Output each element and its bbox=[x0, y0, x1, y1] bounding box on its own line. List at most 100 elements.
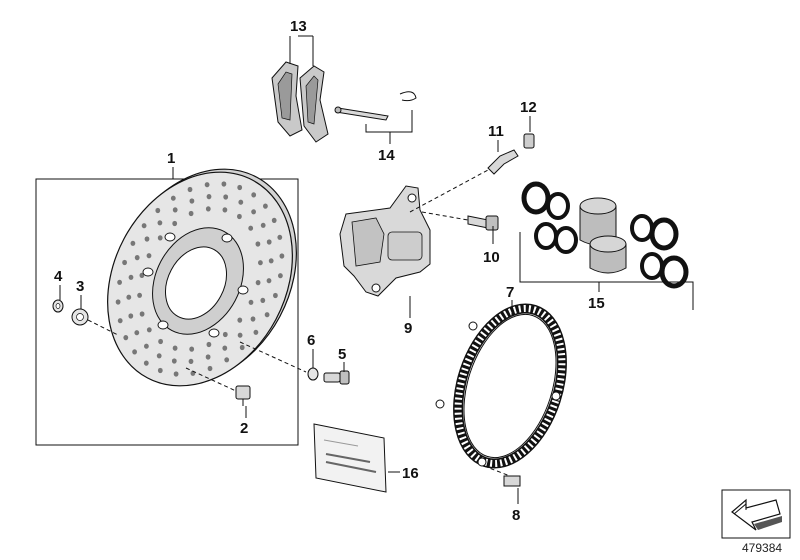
disc-hole bbox=[237, 213, 242, 220]
disc-hole bbox=[132, 349, 138, 355]
washer-part-4[interactable] bbox=[52, 299, 64, 313]
pin-clip-part-14[interactable] bbox=[399, 91, 417, 102]
disc-hole bbox=[137, 292, 143, 298]
disc-hole bbox=[266, 278, 272, 284]
disc-hole bbox=[128, 313, 134, 319]
disc-hole bbox=[255, 280, 261, 286]
disc-hole bbox=[251, 209, 256, 215]
callout-8: 8 bbox=[512, 507, 520, 524]
disc-hole bbox=[248, 225, 254, 231]
disc-hole bbox=[144, 343, 149, 349]
disc-hole bbox=[248, 299, 254, 305]
brake-caliper-part-9[interactable] bbox=[339, 185, 431, 297]
disc-hole bbox=[222, 331, 228, 338]
disc-hole bbox=[224, 357, 230, 363]
disc-hole bbox=[255, 241, 261, 247]
disc-hole bbox=[126, 294, 132, 300]
disc-hole bbox=[144, 236, 150, 242]
brake-disc[interactable] bbox=[71, 137, 332, 419]
disc-hole bbox=[188, 358, 194, 364]
disc-hole bbox=[139, 311, 145, 317]
callout-10: 10 bbox=[483, 249, 500, 266]
disc-hole bbox=[205, 354, 211, 360]
abs-sensor-ring-part-7[interactable] bbox=[435, 295, 580, 477]
disc-hole bbox=[189, 346, 195, 352]
disc-hole bbox=[207, 365, 213, 372]
brake-pads-part-13[interactable] bbox=[271, 61, 329, 143]
callout-12: 12 bbox=[520, 99, 537, 116]
disc-hole bbox=[222, 345, 228, 351]
callout-13: 13 bbox=[290, 18, 307, 35]
disc-hole bbox=[264, 312, 270, 318]
disc-hole bbox=[128, 274, 134, 280]
callout-5: 5 bbox=[338, 346, 346, 363]
callout-15: 15 bbox=[588, 295, 605, 312]
callout-2: 2 bbox=[240, 420, 248, 437]
disc-hole bbox=[260, 222, 266, 228]
leader-lines bbox=[59, 35, 694, 504]
disc-hole bbox=[237, 184, 243, 191]
disc-hole bbox=[279, 253, 285, 259]
disc-hole bbox=[123, 335, 129, 341]
disc-hole bbox=[222, 207, 228, 213]
disc-hole bbox=[122, 259, 127, 266]
callout-9: 9 bbox=[404, 320, 412, 337]
disc-hole bbox=[115, 299, 121, 305]
disc-hole bbox=[187, 186, 193, 193]
disc-hole bbox=[173, 371, 179, 377]
callout-7: 7 bbox=[506, 284, 514, 301]
caliper-bolt-part-10[interactable] bbox=[467, 215, 499, 231]
washer-part-6[interactable] bbox=[307, 367, 319, 381]
disc-hole bbox=[237, 332, 243, 338]
disc-hole bbox=[171, 358, 177, 364]
disc-hole bbox=[238, 199, 244, 205]
disc-hole bbox=[258, 260, 263, 266]
disc-bolt-part-2[interactable] bbox=[235, 385, 251, 406]
disc-hole bbox=[172, 345, 178, 351]
disc-hole bbox=[260, 297, 266, 303]
disc-hole bbox=[223, 194, 229, 200]
bolt-part-5[interactable] bbox=[323, 370, 350, 385]
disc-hole bbox=[170, 195, 176, 201]
disc-hole bbox=[146, 327, 152, 333]
disc-hole bbox=[239, 344, 245, 351]
disc-hole bbox=[206, 194, 212, 200]
disc-hole bbox=[204, 182, 210, 188]
screw-part-8[interactable] bbox=[483, 465, 521, 487]
disc-hole bbox=[143, 360, 149, 366]
seal-kit-part-15[interactable] bbox=[521, 181, 689, 289]
disc-hole bbox=[206, 341, 212, 348]
disc-hole bbox=[139, 272, 145, 278]
disc-hole bbox=[156, 353, 162, 359]
disc-hole bbox=[278, 273, 283, 279]
label-sheet-part-16[interactable] bbox=[313, 423, 387, 493]
arrow-icon bbox=[733, 502, 747, 515]
dust-cap-part-12[interactable] bbox=[523, 133, 535, 149]
disc-hole bbox=[237, 317, 243, 323]
disc-hole bbox=[271, 217, 277, 223]
callout-14: 14 bbox=[378, 147, 395, 164]
orientation-arrow-box bbox=[721, 489, 791, 539]
disc-hole bbox=[172, 207, 178, 213]
disc-hole bbox=[117, 279, 122, 285]
callout-16: 16 bbox=[402, 465, 419, 482]
disc-hole bbox=[130, 240, 136, 246]
bleed-valve-part-11[interactable] bbox=[487, 149, 519, 175]
disc-hole bbox=[253, 329, 259, 335]
disc-hole bbox=[157, 367, 163, 374]
spacer-part-3[interactable] bbox=[71, 308, 89, 326]
callout-6: 6 bbox=[307, 332, 315, 349]
disc-hole bbox=[189, 198, 195, 204]
disc-hole bbox=[117, 318, 123, 324]
disc-hole bbox=[141, 223, 147, 229]
disc-hole bbox=[157, 235, 163, 241]
diagram-id-label: 479384 bbox=[742, 541, 782, 555]
disc-hole bbox=[221, 181, 227, 187]
pad-pin-part-14[interactable] bbox=[334, 106, 389, 121]
disc-group-frame bbox=[35, 178, 299, 446]
disc-hole bbox=[146, 253, 152, 259]
callout-11: 11 bbox=[488, 123, 504, 140]
disc-hole bbox=[266, 239, 272, 245]
disc-hole bbox=[134, 255, 140, 261]
